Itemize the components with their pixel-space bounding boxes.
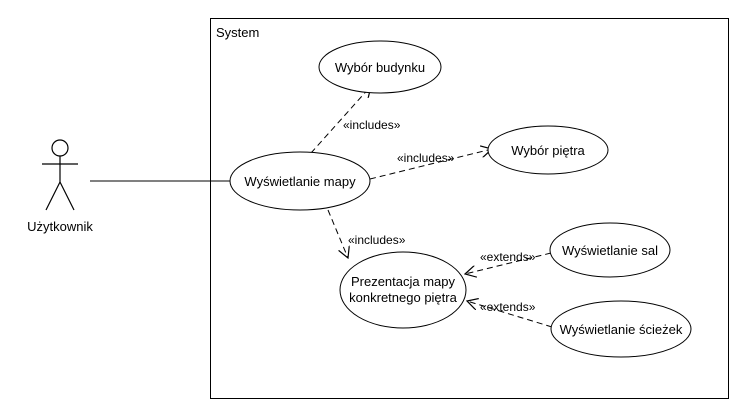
actor-right-leg [59, 181, 75, 211]
use-case-wybor-budynku: Wybór budynku [318, 40, 442, 94]
actor-user [42, 139, 78, 211]
use-case-label: Wyświetlanie sal [562, 243, 658, 258]
extends-label-sal: «extends» [480, 250, 536, 264]
use-case-label: Wyświetlanie ścieżek [560, 322, 683, 337]
actor-left-leg [45, 181, 61, 211]
use-case-label: Wybór budynku [335, 60, 425, 75]
extends-arrow-sal [465, 252, 552, 274]
includes-arrow-budynek [310, 86, 371, 154]
use-case-wyswietlanie-sciezek: Wyświetlanie ścieżek [550, 300, 692, 358]
actor-head [51, 139, 69, 157]
use-case-label: Wybór piętra [511, 143, 585, 158]
system-title: System [216, 25, 259, 40]
includes-label-prezentacja: «includes» [348, 233, 406, 247]
use-case-wybor-pietra: Wybór piętra [487, 125, 609, 175]
use-case-wyswietlanie-sal: Wyświetlanie sal [549, 222, 671, 278]
use-case-label-line2: konkretnego piętra [349, 290, 457, 305]
actor-name: Użytkownik [27, 219, 93, 234]
extends-label-sciezek: «extends» [480, 300, 536, 314]
includes-arrow-pietro [369, 149, 492, 180]
use-case-wyswietlanie-mapy: Wyświetlanie mapy [229, 151, 371, 211]
use-case-prezentacja-mapy: Prezentacja mapy konkretnego piętra [339, 251, 467, 329]
use-case-label: Wyświetlanie mapy [244, 174, 356, 189]
includes-label-pietro: «includes» [397, 151, 455, 165]
use-case-label-line1: Prezentacja mapy [351, 274, 456, 289]
includes-label-budynek: «includes» [343, 118, 401, 132]
includes-arrow-prezentacja [327, 209, 348, 258]
extends-arrow-sciezek [467, 301, 553, 328]
